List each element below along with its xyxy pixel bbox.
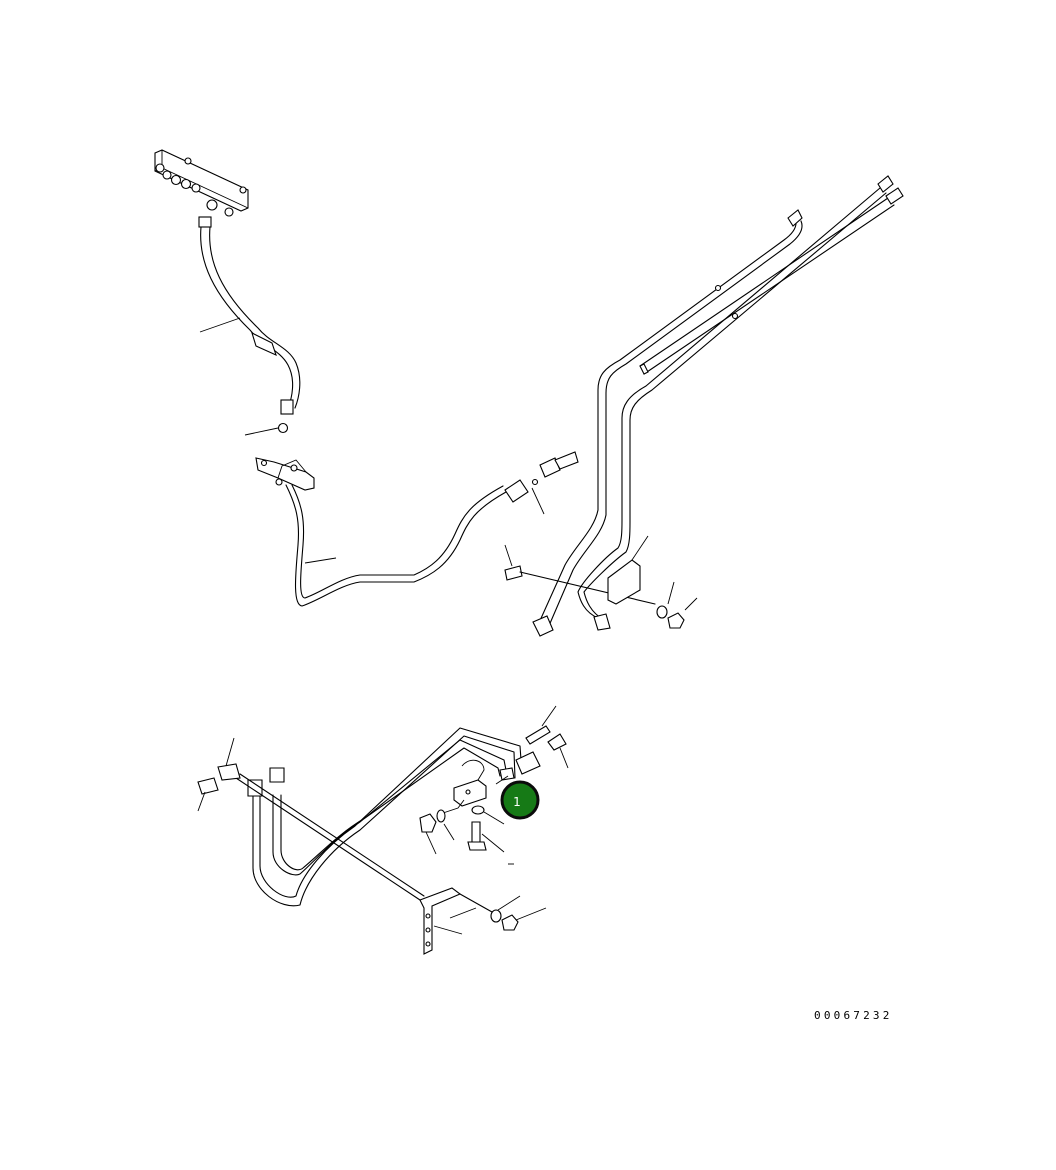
upper-assembly xyxy=(154,149,904,637)
lower-tubes xyxy=(247,727,541,907)
callout-1: 1 xyxy=(500,780,540,820)
lower-bolts xyxy=(495,705,569,785)
valve-block xyxy=(154,149,249,217)
parallel-pipes xyxy=(532,175,904,637)
lower-clamp-hardware xyxy=(419,759,514,865)
callout-circle xyxy=(500,780,540,820)
callout-label: 1 xyxy=(513,795,521,809)
upper-clamp xyxy=(504,535,698,629)
upper-bracket xyxy=(255,457,315,491)
drawing-number: 00067232 xyxy=(814,1009,893,1022)
upper-tube xyxy=(285,479,529,607)
upper-hose xyxy=(198,216,301,436)
lower-rod xyxy=(197,737,425,901)
union-fitting xyxy=(531,451,579,515)
lower-bracket xyxy=(419,887,547,955)
lower-assembly: 1 xyxy=(197,705,569,955)
